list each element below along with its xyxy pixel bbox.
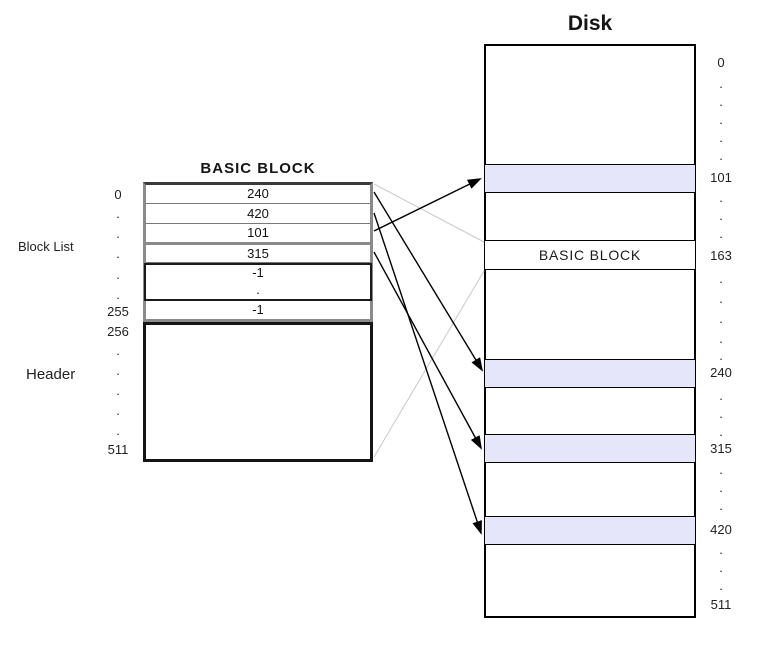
disk-block-420 xyxy=(485,516,695,545)
block-list-inner-border xyxy=(144,263,372,301)
index-dot: . xyxy=(719,190,723,205)
disk-box: BASIC BLOCK xyxy=(484,44,696,618)
block-entry: 420 xyxy=(146,204,370,224)
disk-index-label: 0 xyxy=(717,55,725,70)
disk-block-101 xyxy=(485,164,695,193)
header-box xyxy=(143,322,373,462)
header-index-label: 256 xyxy=(107,324,129,339)
index-dot: . xyxy=(116,423,120,438)
arrow-to-block-101 xyxy=(373,178,482,232)
disk-index-label: 315 xyxy=(710,441,732,456)
index-dot: . xyxy=(719,208,723,223)
block-entry: -1 xyxy=(252,265,264,280)
block-entry: 101 xyxy=(146,224,370,245)
block-entry: -1 xyxy=(252,302,264,317)
index-dot: . xyxy=(719,311,723,326)
block-list-index-label: 255 xyxy=(107,304,129,319)
block-list-region-label: Block List xyxy=(18,239,74,254)
disk-index-label: 511 xyxy=(710,597,732,612)
index-dot: . xyxy=(719,226,723,241)
index-dot: . xyxy=(719,112,723,127)
disk-title: Disk xyxy=(567,12,613,35)
disk-block-240 xyxy=(485,359,695,388)
index-dot: . xyxy=(719,480,723,495)
index-dot: . xyxy=(719,130,723,145)
index-dot: . xyxy=(116,363,120,378)
disk-index-label: 163 xyxy=(710,248,732,263)
header-region-label: Header xyxy=(26,366,76,383)
index-dot: . xyxy=(719,148,723,163)
arrow-to-block-420 xyxy=(373,212,482,535)
basic-block-title: BASIC BLOCK xyxy=(200,160,316,177)
index-dot: . xyxy=(719,76,723,91)
index-dot: . xyxy=(719,94,723,109)
arrow-to-block-315 xyxy=(373,251,482,450)
block-entry: 315 xyxy=(146,245,370,263)
index-dot: . xyxy=(719,542,723,557)
disk-block-315 xyxy=(485,434,695,463)
index-dot: . xyxy=(116,287,120,302)
index-dot: . xyxy=(116,206,120,221)
index-dot: . xyxy=(719,291,723,306)
index-dot: . xyxy=(719,271,723,286)
block-list-index-label: 0 xyxy=(114,187,122,202)
index-dot: . xyxy=(719,331,723,346)
zoom-connector-bottom xyxy=(373,270,485,458)
disk-index-label: 240 xyxy=(710,365,732,380)
index-dot: . xyxy=(116,267,120,282)
disk-block-163-basic-block: BASIC BLOCK xyxy=(485,240,695,270)
block-entry: 240 xyxy=(146,185,370,204)
index-dot: . xyxy=(116,383,120,398)
index-dot: . xyxy=(719,578,723,593)
index-dot: . xyxy=(116,403,120,418)
arrow-to-block-240 xyxy=(373,191,484,372)
index-dot: . xyxy=(719,348,723,363)
index-dot: . xyxy=(116,343,120,358)
disk-index-label: 420 xyxy=(710,522,732,537)
index-dot: . xyxy=(719,498,723,513)
disk-index-label: 101 xyxy=(710,170,732,185)
index-dot: . xyxy=(116,246,120,261)
index-dot: . xyxy=(719,560,723,575)
header-index-label: 511 xyxy=(107,442,129,457)
index-dot: . xyxy=(116,226,120,241)
index-dot: . xyxy=(719,388,723,403)
index-dot: . xyxy=(719,406,723,421)
block-list-table: 240 420 101 315 -1 . -1 xyxy=(143,182,373,322)
index-dot: . xyxy=(719,424,723,439)
zoom-connector-top xyxy=(373,183,485,243)
index-dot: . xyxy=(719,462,723,477)
